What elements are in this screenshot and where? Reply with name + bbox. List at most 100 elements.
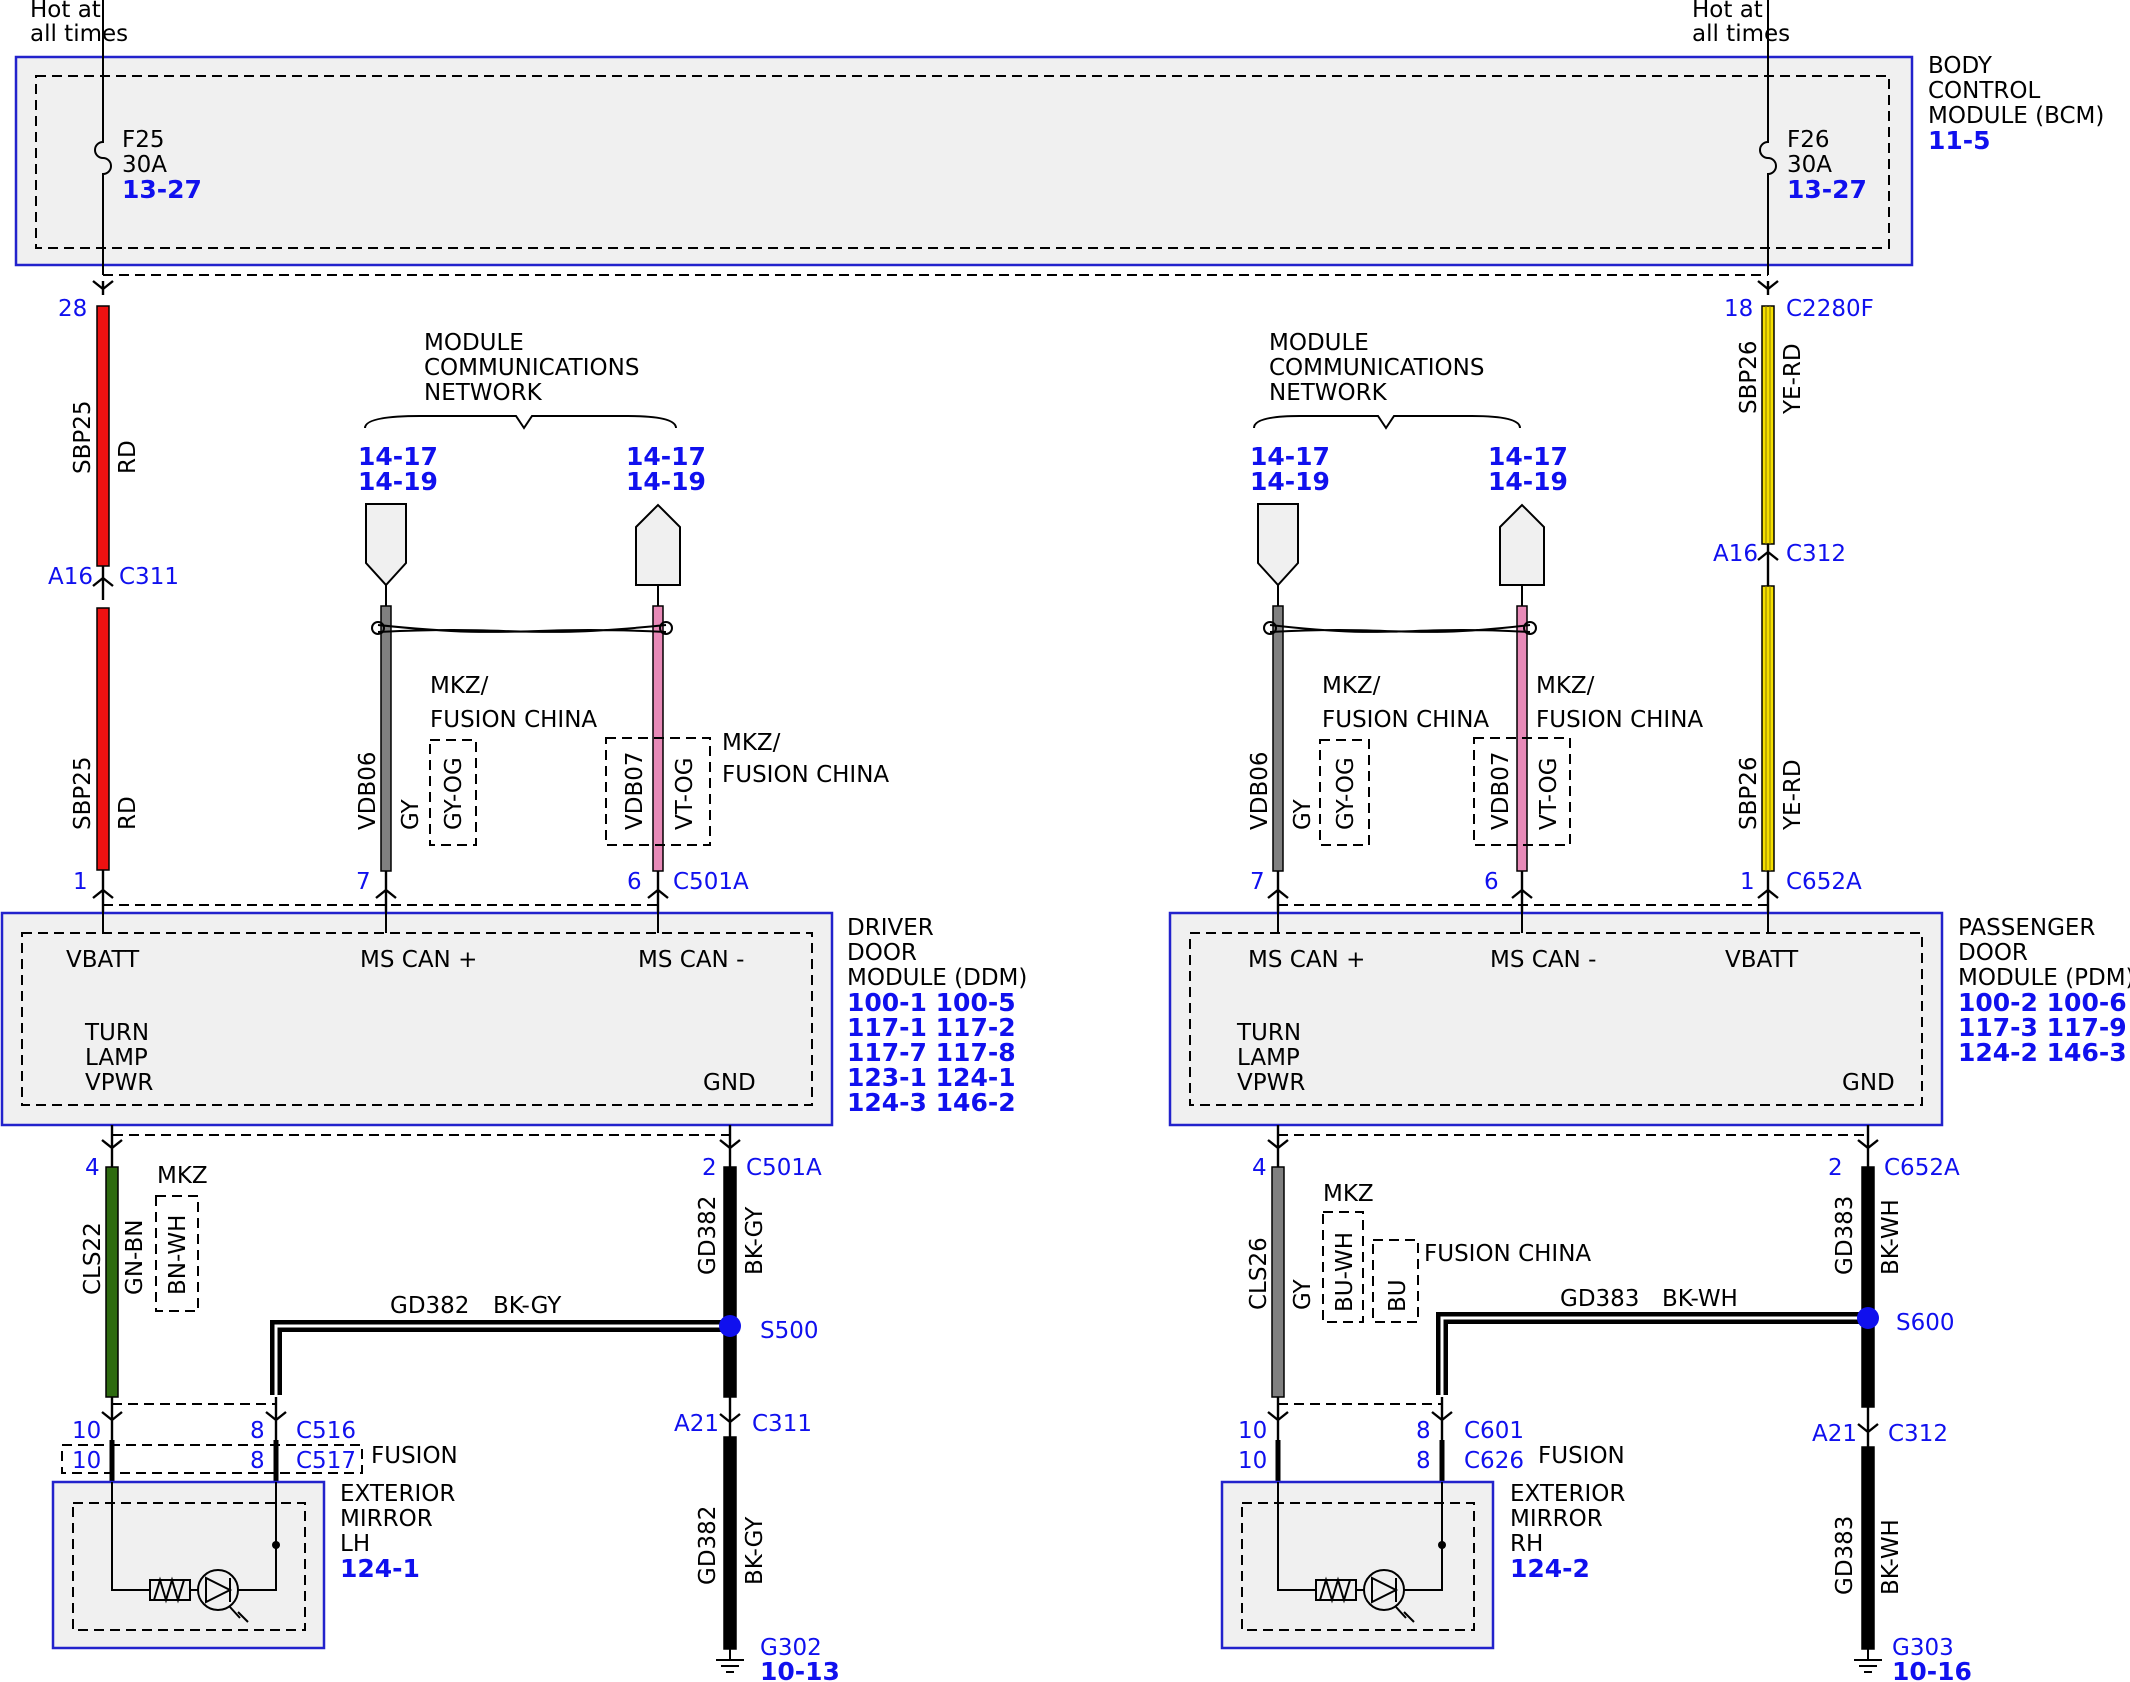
fuse-f25-icon [94, 0, 112, 275]
hot-label-left-2: all times [30, 21, 128, 47]
splice-s600-label: S600 [1896, 1310, 1955, 1336]
ddm-title-3: MODULE (DDM) [847, 965, 1027, 991]
ground-g302-ref: 10-13 [760, 1657, 840, 1682]
ddm-ref-5: 124-3 146-2 [847, 1088, 1016, 1117]
pin-1-left: 1 [73, 869, 88, 895]
mirror-rh-title-2: MIRROR [1510, 1506, 1603, 1532]
lamp-led-icon [1363, 1569, 1415, 1623]
wire-color-bk-gy-lower: BK-GY [742, 1516, 768, 1585]
splice-s500-label: S500 [760, 1318, 819, 1344]
ddm-ref-2: 117-1 117-2 [847, 1013, 1016, 1042]
connector-icon [719, 1125, 741, 1167]
wire-color-bk-wh-upper: BK-WH [1878, 1199, 1904, 1275]
network-label-left-3: NETWORK [424, 380, 543, 406]
wire-cls26 [1271, 1166, 1285, 1398]
ground-g303-ref: 10-16 [1892, 1657, 1972, 1682]
wire-label-sbp25-lower: SBP25 [70, 756, 96, 830]
network-in-arrow-icon [1499, 503, 1545, 586]
network-ref-right-b2: 14-19 [1488, 467, 1568, 496]
wire-label-vdb06-left: VDB06 [355, 752, 381, 831]
pdm-module [1168, 911, 1944, 1127]
wire-color-gy-cls26: GY [1290, 1278, 1316, 1310]
pin-10-left-a: 10 [72, 1418, 101, 1444]
wire-label-vdb07-right: VDB07 [1488, 752, 1514, 831]
option-fusion-left: FUSION [371, 1443, 458, 1469]
pdm-pin-gnd: GND [1842, 1070, 1895, 1096]
bcm-title-3: MODULE (BCM) [1928, 103, 2104, 129]
mirror-rh-title-1: EXTERIOR [1510, 1481, 1625, 1507]
pdm-ref-2: 117-3 117-9 [1958, 1013, 2127, 1042]
connector-icon [92, 566, 114, 600]
wire-gd383-horizontal [1436, 1312, 1868, 1395]
mirror-lh-title-2: MIRROR [340, 1506, 433, 1532]
connector-icon [101, 1125, 123, 1167]
network-ref-right-a2: 14-19 [1250, 467, 1330, 496]
option-fusion-right: FUSION [1538, 1443, 1625, 1469]
wire-color-bn-wh: BN-WH [165, 1215, 191, 1295]
wire-gd383-lower [1861, 1446, 1875, 1650]
wire-vdb06-right [1272, 605, 1284, 872]
wire-sbp26-upper [1761, 305, 1775, 545]
ddm-pin-turn-1: TURN [84, 1020, 149, 1046]
pin-28: 28 [58, 296, 87, 322]
pin-10-right-a: 10 [1238, 1418, 1267, 1444]
pin-a21-left: A21 [674, 1411, 719, 1437]
ground-g302-name: G302 [760, 1635, 822, 1661]
pin-7-left: 7 [356, 869, 371, 895]
pdm-pin-mscan-plus: MS CAN + [1248, 947, 1365, 973]
connector-icon [1857, 1407, 1879, 1447]
bcm-module [14, 55, 1914, 276]
connector-icon [1431, 1397, 1453, 1440]
wire-label-sbp25-upper: SBP25 [70, 400, 96, 474]
ddm-pin-gnd: GND [703, 1070, 756, 1096]
twisted-pair-icon [1269, 624, 1531, 633]
ddm-title-1: DRIVER [847, 915, 934, 941]
wire-label-gd382-lower: GD382 [695, 1506, 721, 1585]
option-mkz-left-a1: MKZ/ [430, 673, 489, 699]
option-mkz-right-b1: MKZ/ [1536, 673, 1595, 699]
pdm-pin-turn-1: TURN [1236, 1020, 1301, 1046]
connector-icon [1267, 1125, 1289, 1167]
wire-label-sbp26-upper: SBP26 [1736, 340, 1762, 414]
wire-color-gy-right: GY [1290, 798, 1316, 830]
option-mkz-right-a1: MKZ/ [1322, 673, 1381, 699]
wire-color-gn-bn: GN-BN [122, 1220, 148, 1296]
wire-label-sbp26-lower: SBP26 [1736, 756, 1762, 830]
network-in-arrow-icon [635, 503, 681, 586]
wire-color-bu-wh: BU-WH [1332, 1232, 1358, 1312]
pin-4-left: 4 [85, 1155, 100, 1181]
wire-label-cls26: CLS26 [1246, 1237, 1272, 1310]
wire-color-bk-wh-horizontal: BK-WH [1662, 1286, 1738, 1312]
fuse-f26-ref: 13-27 [1787, 175, 1867, 204]
connector-icon [1267, 1397, 1289, 1440]
wire-vdb06-left [380, 605, 392, 872]
wire-color-gy-og-right: GY-OG [1333, 757, 1359, 830]
connector-c516: C516 [296, 1418, 356, 1444]
network-out-arrow-icon [365, 503, 407, 587]
connector-icon [101, 1397, 123, 1440]
ddm-ref-1: 100-1 100-5 [847, 988, 1016, 1017]
pdm-ref-3: 124-2 146-3 [1958, 1038, 2127, 1067]
wire-cls22 [105, 1166, 119, 1398]
pin-1-right: 1 [1740, 869, 1755, 895]
option-mkz-left-b1: MKZ/ [722, 730, 781, 756]
mirror-lh-title-3: LH [340, 1531, 370, 1557]
ddm-ref-3: 117-7 117-8 [847, 1038, 1016, 1067]
wire-sbp25-upper [96, 305, 110, 567]
mirror-lh-ref: 124-1 [340, 1554, 420, 1583]
pin-6-left: 6 [627, 869, 642, 895]
lamp-led-icon [197, 1569, 249, 1623]
connector-c601: C601 [1464, 1418, 1524, 1444]
fuse-f25-name: F25 [122, 127, 165, 153]
ddm-module [0, 911, 834, 1127]
wire-color-gy-og-left: GY-OG [441, 757, 467, 830]
splice-s600 [1857, 1307, 1879, 1329]
option-mkz-left-a2: FUSION CHINA [430, 707, 597, 733]
connector-icon [1857, 1125, 1879, 1167]
wire-sbp25-lower [96, 607, 110, 871]
pdm-pin-turn-2: LAMP [1237, 1045, 1300, 1071]
network-label-right-1: MODULE [1269, 330, 1369, 356]
ddm-pin-mscan-minus: MS CAN - [638, 947, 744, 973]
network-ref-left-a1: 14-17 [358, 442, 438, 471]
wire-label-gd383-horizontal: GD383 [1560, 1286, 1639, 1312]
